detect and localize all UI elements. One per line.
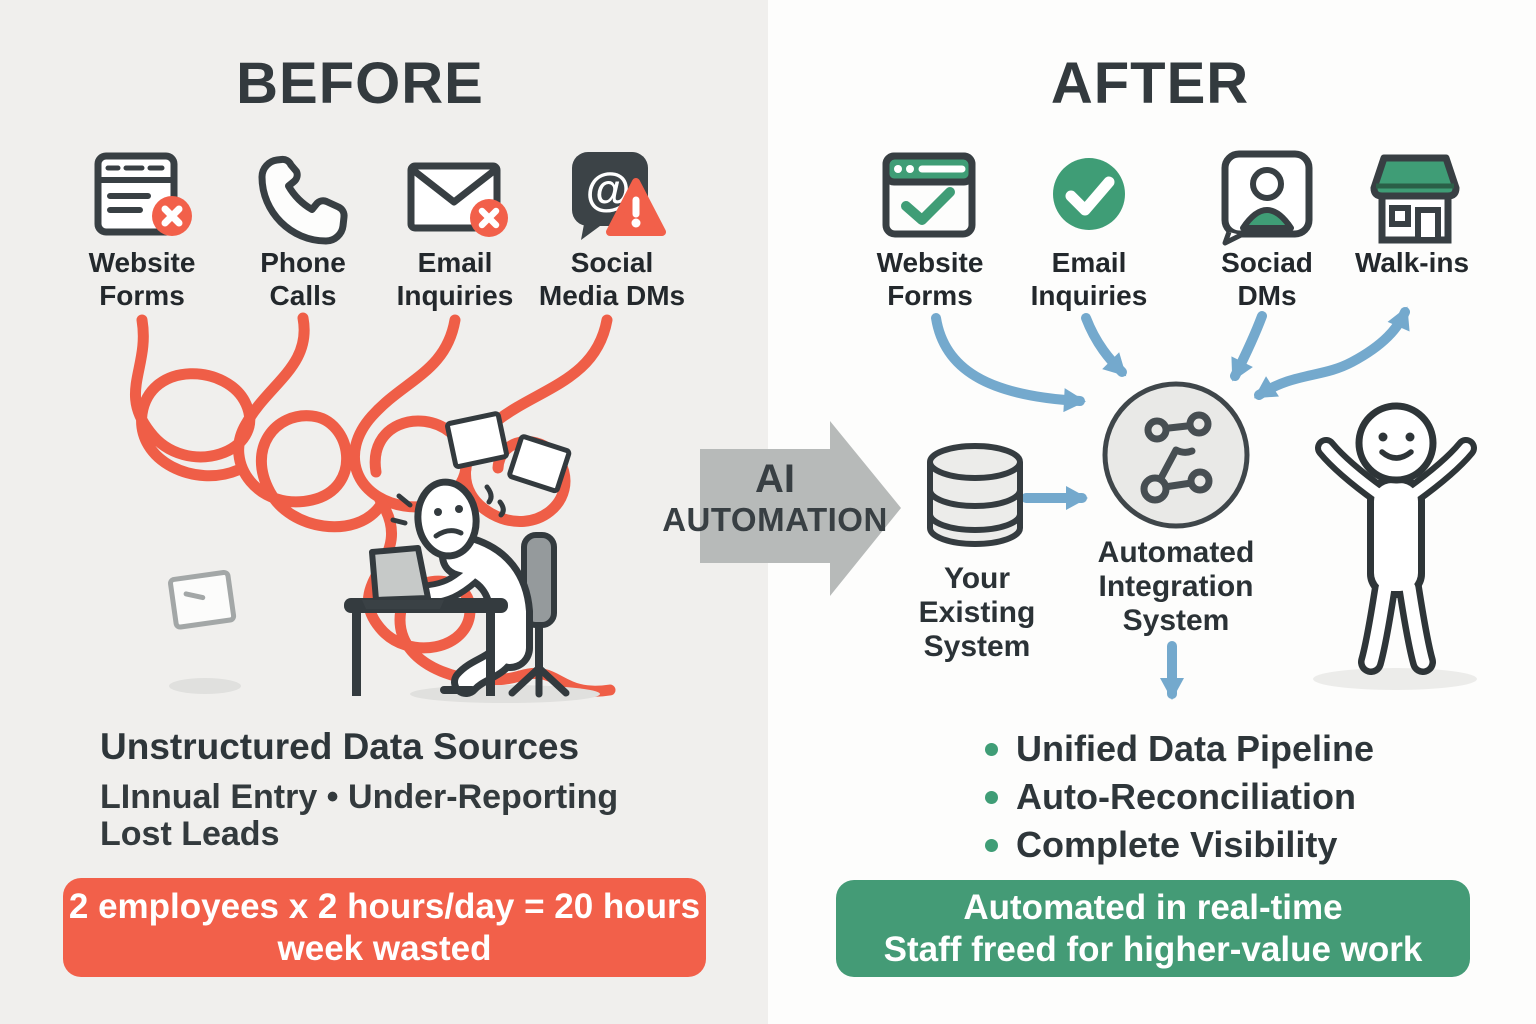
laptop-icon [362,545,444,609]
paper-shadow [169,678,241,694]
source-label-website-forms-after: Website Forms [876,247,984,311]
website-form-check-icon [882,152,976,238]
phone-icon [258,155,348,245]
source-label-social-media-dms: Social Media DMs [538,247,686,311]
source-label-phone-calls: Phone Calls [260,247,346,311]
after-benefit-banner: Automated in real-time Staff freed for h… [836,880,1470,977]
check-circle-icon [1053,158,1125,230]
arrow-email-to-hub [1081,313,1127,377]
desk-shadow [410,685,600,703]
social-media-warning-icon: @ [572,152,666,240]
bullet-dot [985,790,998,804]
flying-paper-icon [507,434,572,494]
before-caption-title: Unstructured Data Sources [100,726,580,767]
stressed-person [390,478,533,697]
stressed-worker-illustration [168,411,600,703]
storefront-icon [1370,154,1460,244]
existing-system-label: Your Existing System [918,562,1036,663]
flying-paper-icon [445,411,509,469]
ai-automation-label: AI AUTOMATION [662,457,888,538]
arrow-dms-to-hub [1230,311,1267,382]
happy-person-illustration [1313,402,1477,690]
before-caption-line3: Lost Leads [100,815,280,853]
before-title: BEFORE [236,51,484,116]
arrow-walkins-curve [1253,306,1410,400]
social-dm-person-icon [1221,150,1313,246]
after-title: AFTER [1050,51,1250,116]
website-form-error-icon [94,152,192,236]
before-caption-line2: LInnual Entry • Under-Reporting [100,778,619,816]
database-icon [927,443,1023,547]
benefit-unified-data-pipeline: Unified Data Pipeline [985,727,1374,771]
integration-system-label: Automated Integration System [1097,536,1255,637]
bullet-dot [985,838,998,852]
fallen-paper-icon [168,569,237,630]
source-label-walk-ins: Walk-ins [1354,247,1470,278]
ai-automation-arrow [700,421,901,596]
source-label-email-inquiries: Email Inquiries [396,247,514,311]
before-cost-banner: 2 employees x 2 hours/day = 20 hours wee… [63,878,706,977]
flow-arrows [931,306,1410,700]
benefit-complete-visibility: Complete Visibility [985,823,1337,867]
bullet-dot [985,742,998,756]
integration-hub-icon [1102,381,1250,529]
email-error-icon [407,162,508,237]
arrow-website-to-hub [931,313,1086,413]
benefit-auto-reconciliation: Auto-Reconciliation [985,775,1356,819]
source-label-website-forms: Website Forms [88,247,196,311]
source-label-email-inquiries-after: Email Inquiries [1030,247,1148,311]
source-label-sociad-dms: Sociad DMs [1221,247,1313,311]
